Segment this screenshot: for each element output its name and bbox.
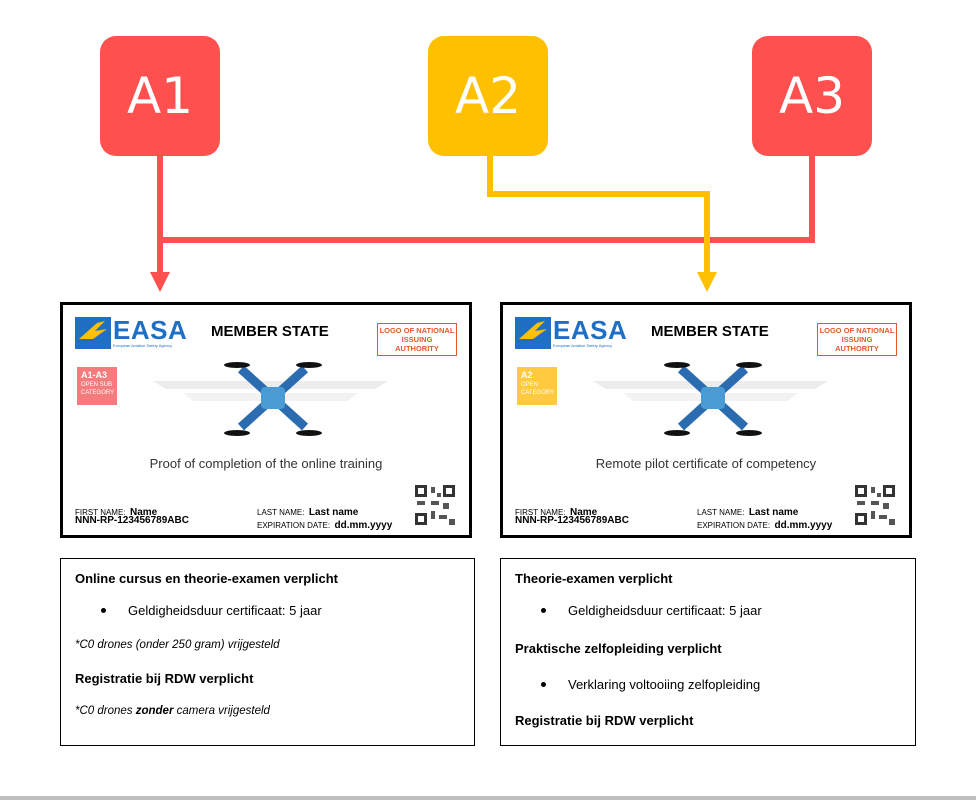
qr-code-icon [855,485,895,525]
expiration-field: EXPIRATION DATE: dd.mm.yyyy [257,515,392,533]
connector-a2 [487,156,710,276]
category-a2-box: A2 [428,36,548,156]
badge-code: A1-A3 [81,370,108,380]
last-name-label: LAST NAME: [257,508,305,517]
badge-text: OPEN SUB CATEGORY [81,382,115,396]
badge-code: A2 [521,370,533,380]
member-state-title: MEMBER STATE [211,323,329,340]
training-heading: Praktische zelfopleiding verplicht [515,641,722,656]
easa-bird-icon [75,317,111,349]
connector-a3 [160,156,815,243]
first-name-value: Name [569,507,598,518]
bullet-text: Geldigheidsduur certificaat: 5 jaar [568,603,762,618]
certificate-title: Proof of completion of the online traini… [149,456,383,471]
expiration-label: EXPIRATION DATE: [257,521,331,530]
member-state-title: MEMBER STATE [651,323,769,340]
easa-wordmark: EASA [113,315,188,345]
camera-exemption-note: *C0 drones zonder camera vrijgesteld [75,705,270,717]
exemption-note: *C0 drones (onder 250 gram) vrijgesteld [75,639,280,651]
easa-subtitle: European Aviation Safety Agency [553,343,613,348]
bottom-divider [0,796,976,800]
bullet-text: Geldigheidsduur certificaat: 5 jaar [128,603,322,618]
pilot-id-number: NNN-RP-123456789ABC [75,515,189,526]
requirement-bullet: Verklaring voltooiing zelfopleiding [541,677,760,692]
arrowhead-right [697,272,717,292]
registration-heading: Registratie bij RDW verplicht [515,713,694,728]
category-badge: A2 OPEN CATEGORY [517,367,557,405]
category-a1-box: A1 [100,36,220,156]
note-text-post: camera vrijgesteld [173,705,270,717]
last-name-field: LAST NAME: Last name [697,502,798,520]
first-name-field: FIRST NAME: Name [75,502,157,520]
last-name-field: LAST NAME: Last name [257,502,358,520]
first-name-label: FIRST NAME: [515,508,566,517]
registration-heading: Registratie bij RDW verplicht [75,671,254,686]
bullet-dot-icon [101,608,106,613]
requirement-heading: Online cursus en theorie-examen verplich… [75,571,338,586]
easa-bird-icon [515,317,551,349]
easa-logo: EASA European Aviation Safety Agency [75,317,187,349]
first-name-field: FIRST NAME: Name [515,502,597,520]
expiration-value: dd.mm.yyyy [334,520,393,531]
expiration-field: EXPIRATION DATE: dd.mm.yyyy [697,515,832,533]
expiration-value: dd.mm.yyyy [774,520,833,531]
category-label: A1 [126,67,193,125]
category-label: A2 [454,67,521,125]
certificate-card-a1-a3: EASA European Aviation Safety Agency MEM… [60,302,472,538]
badge-text: OPEN CATEGORY [521,382,555,396]
requirement-bullet: Geldigheidsduur certificaat: 5 jaar [541,603,762,618]
easa-logo: EASA European Aviation Safety Agency [515,317,627,349]
drone-icon [224,362,322,436]
national-authority-logo-placeholder: LOGO OF NATIONAL ISSUING AUTHORITY [817,323,897,356]
last-name-label: LAST NAME: [697,508,745,517]
note-text-emphasis: zonder [135,705,174,717]
bullet-dot-icon [541,682,546,687]
qr-code-icon [415,485,455,525]
category-label: A3 [778,67,845,125]
requirement-bullet: Geldigheidsduur certificaat: 5 jaar [101,603,322,618]
category-a3-box: A3 [752,36,872,156]
bullet-dot-icon [541,608,546,613]
first-name-value: Name [129,507,158,518]
certificate-card-a2: EASA European Aviation Safety Agency MEM… [500,302,912,538]
note-text-pre: *C0 drones [75,705,136,717]
arrowhead-left [150,272,170,292]
last-name-value: Last name [308,507,359,518]
subcategory-badge: A1-A3 OPEN SUB CATEGORY [77,367,117,405]
first-name-label: FIRST NAME: [75,508,126,517]
bullet-text: Verklaring voltooiing zelfopleiding [568,677,761,692]
requirement-heading: Theorie-examen verplicht [515,571,673,586]
national-authority-logo-placeholder: LOGO OF NATIONAL ISSUING AUTHORITY [377,323,457,356]
drone-icon [664,362,762,436]
easa-subtitle: European Aviation Safety Agency [113,343,173,348]
last-name-value: Last name [748,507,799,518]
certificate-title: Remote pilot certificate of competency [595,456,817,471]
easa-wordmark: EASA [553,315,628,345]
requirements-box-a1-a3: Online cursus en theorie-examen verplich… [60,558,475,746]
pilot-id-number: NNN-RP-123456789ABC [515,515,629,526]
requirements-box-a2: Theorie-examen verplicht Geldigheidsduur… [500,558,916,746]
expiration-label: EXPIRATION DATE: [697,521,771,530]
